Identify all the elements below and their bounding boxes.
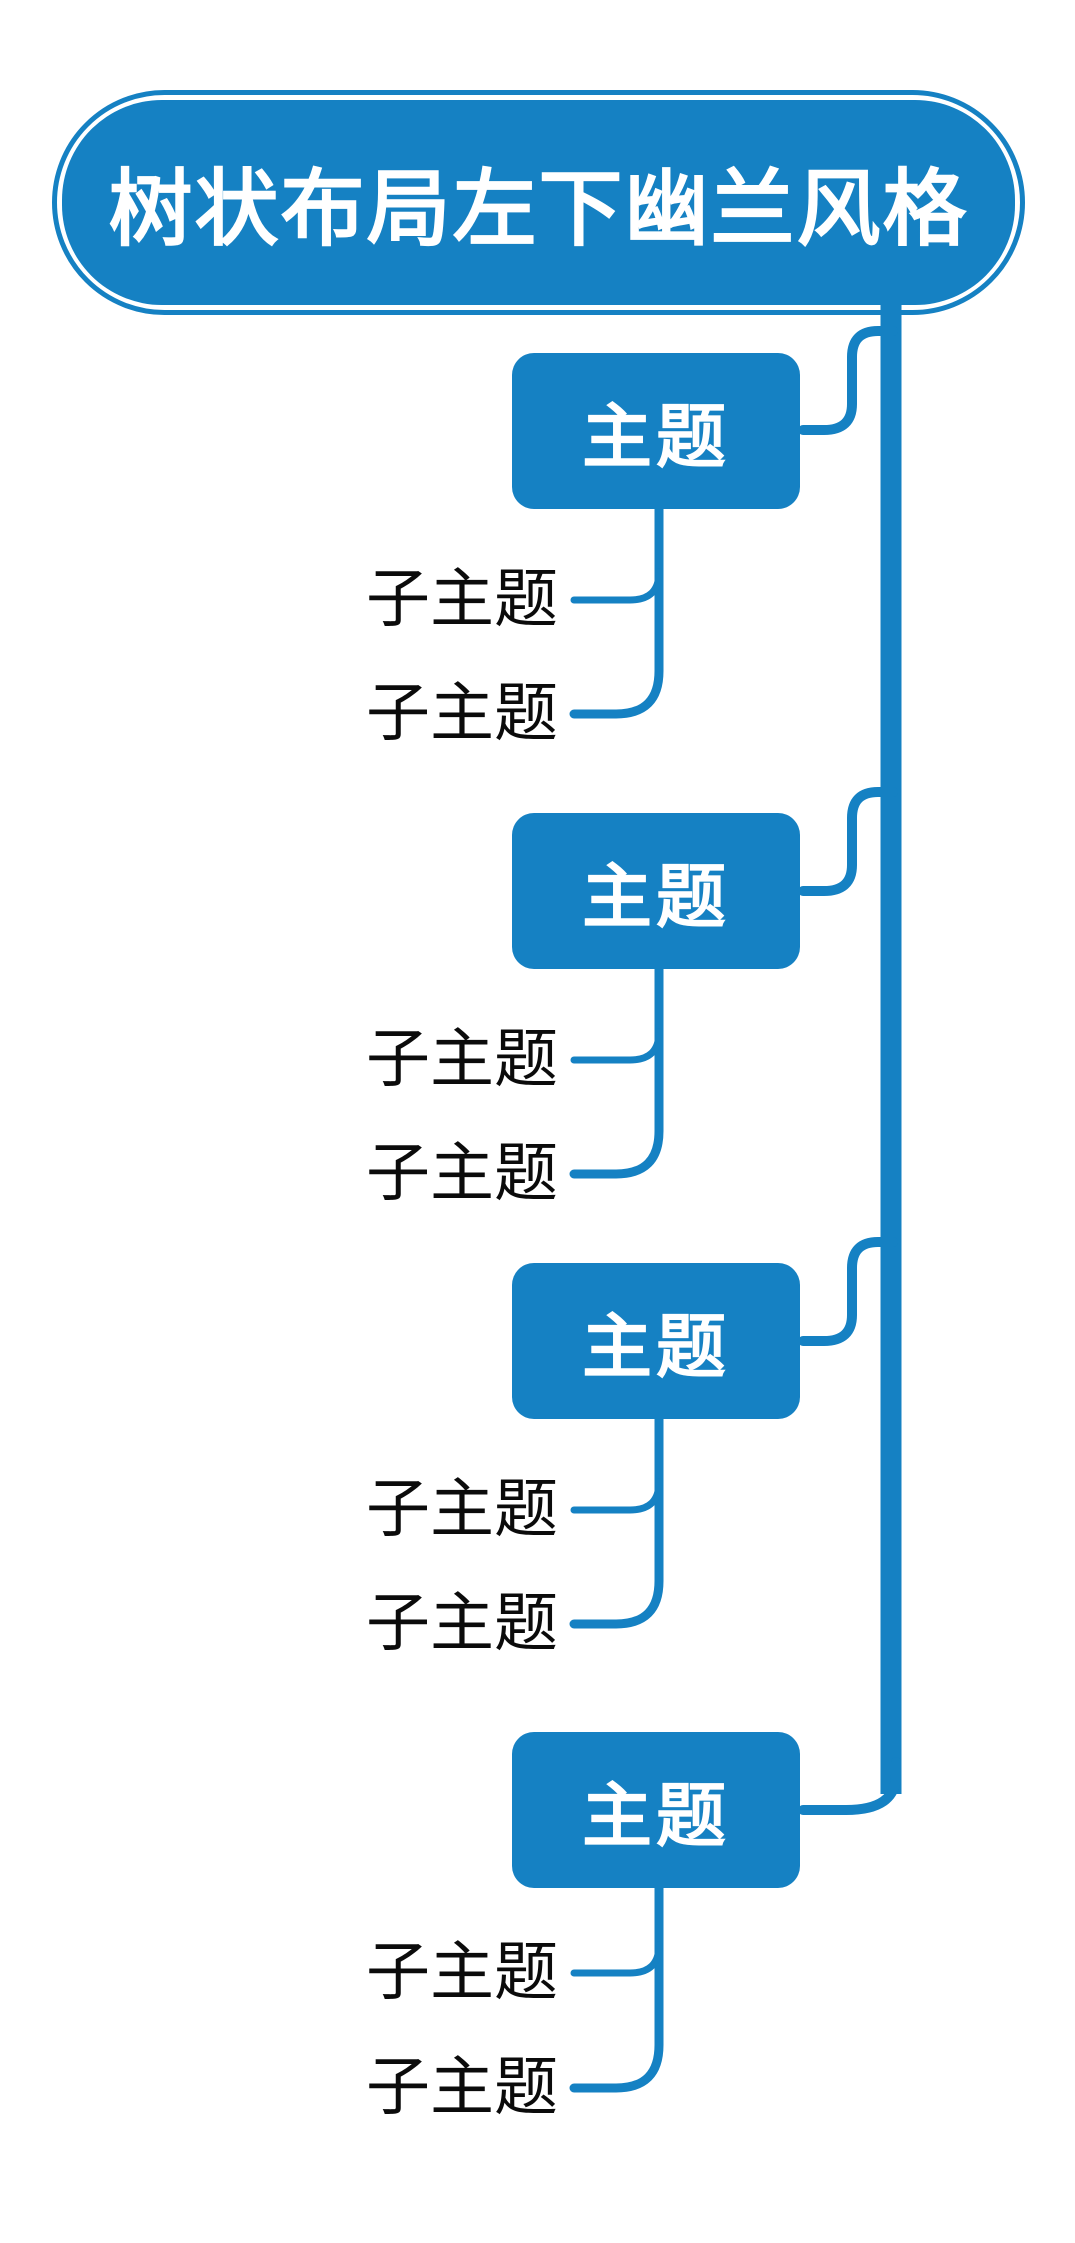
subtopic-label-3-2[interactable]: 子主题 [366, 1587, 558, 1661]
subtopic-label-4-2[interactable]: 子主题 [366, 2051, 558, 2125]
subtopic-dropline-2 [569, 960, 664, 1179]
subtopic-branch-connector-4 [570, 1941, 663, 1977]
topic-branch-connector-2 [798, 787, 898, 896]
topic-node-3[interactable]: 主题 [512, 1263, 800, 1419]
topic-label-1: 主题 [582, 394, 730, 478]
topic-branch-connector-1 [798, 326, 898, 435]
topic-node-4[interactable]: 主题 [512, 1732, 800, 1888]
subtopic-label-3-1[interactable]: 子主题 [366, 1473, 558, 1547]
root-topic-node[interactable]: 树状布局左下幽兰风格 [52, 90, 1025, 315]
topic-label-2: 主题 [582, 854, 730, 938]
topic-label-4: 主题 [582, 1773, 730, 1857]
root-topic-fill: 树状布局左下幽兰风格 [62, 100, 1015, 305]
subtopic-dropline-3 [569, 1410, 664, 1629]
topic-label-3: 主题 [582, 1304, 730, 1388]
subtopic-branch-connector-3 [570, 1478, 663, 1514]
subtopic-label-1-1[interactable]: 子主题 [366, 563, 558, 637]
topic-node-1[interactable]: 主题 [512, 353, 800, 509]
subtopic-label-4-1[interactable]: 子主题 [366, 1936, 558, 2010]
root-topic-label: 树状布局左下幽兰风格 [108, 159, 969, 258]
subtopic-branch-connector-1 [570, 568, 663, 604]
subtopic-label-2-2[interactable]: 子主题 [366, 1137, 558, 1211]
subtopic-label-1-2[interactable]: 子主题 [366, 677, 558, 751]
subtopic-dropline-4 [569, 1879, 664, 2093]
trunk-elbow-connector [798, 1757, 901, 1815]
subtopic-label-2-1[interactable]: 子主题 [366, 1023, 558, 1097]
topic-node-2[interactable]: 主题 [512, 813, 800, 969]
subtopic-branch-connector-2 [570, 1028, 663, 1064]
subtopic-dropline-1 [569, 500, 664, 719]
topic-branch-connector-3 [798, 1237, 898, 1346]
